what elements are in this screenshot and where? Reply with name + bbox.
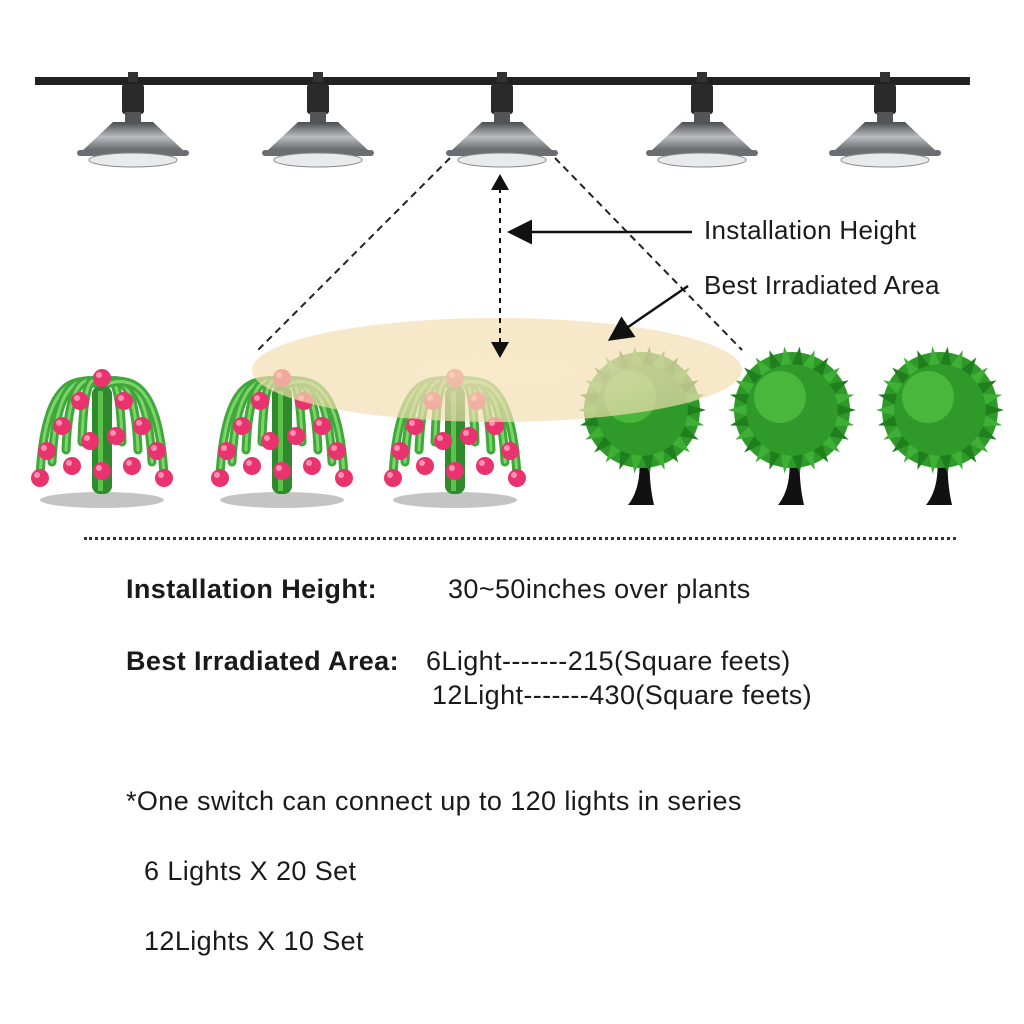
dotted-divider [84, 537, 956, 540]
grow-lamp [262, 72, 374, 168]
grow-lamp [829, 72, 941, 168]
grow-light-diagram [31, 72, 1004, 508]
best-area-6-light: 6Light-------215(Square feets) [426, 646, 791, 676]
cone-line-left [257, 157, 451, 351]
series-note: *One switch can connect up to 120 lights… [126, 786, 742, 816]
set-6-lights: 6 Lights X 20 Set [144, 856, 357, 886]
grow-lamp [77, 72, 189, 168]
tree-icon [876, 346, 1004, 505]
grow-lamp [446, 72, 558, 168]
best-area-label: Best Irradiated Area: [126, 646, 399, 677]
installation-height-value: 30~50inches over plants [448, 574, 751, 604]
lamp-row [77, 72, 941, 168]
best-area-12-light: 12Light-------430(Square feets) [432, 680, 813, 710]
height-arrow-top-head [491, 174, 509, 190]
best-area-label-text: Best Irradiated Area: [126, 646, 399, 676]
installation-height-row: Installation Height: 30~50inches over pl… [126, 574, 750, 605]
grow-lamp [646, 72, 758, 168]
set-12-lights: 12Lights X 10 Set [144, 926, 364, 956]
irradiated-area [252, 318, 742, 422]
installation-height-callout: Installation Height [704, 215, 917, 245]
cone-line-right [554, 157, 743, 351]
tree-icon [728, 346, 856, 505]
installation-height-label: Installation Height: [126, 574, 377, 604]
area-callout-arrow [607, 284, 689, 341]
height-arrow-bottom-head [491, 342, 509, 358]
dragon-fruit-plant-icon [31, 369, 173, 508]
best-area-callout: Best Irradiated Area [704, 270, 940, 300]
